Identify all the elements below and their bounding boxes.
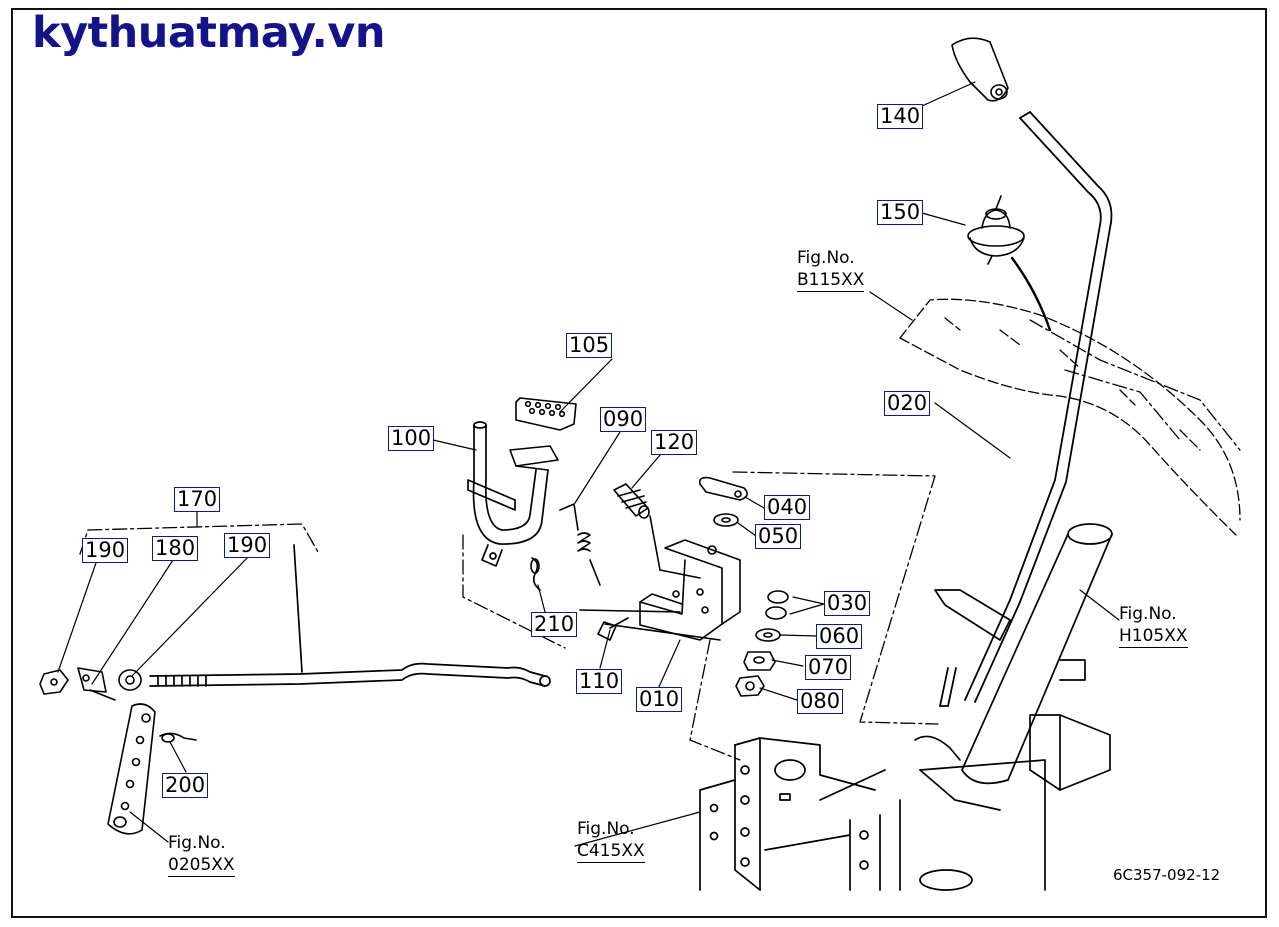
part-label-210: 210 bbox=[531, 612, 578, 637]
figure-ref-code: C415XX bbox=[577, 841, 645, 863]
column-h105 bbox=[899, 523, 1113, 891]
washer-050 bbox=[713, 513, 739, 527]
nut-080 bbox=[735, 675, 765, 697]
figure-ref-label: Fig.No. bbox=[577, 819, 635, 839]
part-label-040: 040 bbox=[764, 495, 811, 520]
plate-040 bbox=[698, 476, 748, 501]
part-label-110: 110 bbox=[576, 669, 623, 694]
washer-060 bbox=[755, 628, 781, 642]
pin-210 bbox=[530, 557, 541, 591]
part-label-105: 105 bbox=[566, 333, 613, 358]
adjuster-120 bbox=[613, 483, 701, 579]
drawing-number: 6C357-092-12 bbox=[1113, 866, 1221, 884]
part-label-190-left: 190 bbox=[82, 538, 129, 563]
part-label-180: 180 bbox=[152, 536, 199, 561]
figure-ref-label: Fig.No. bbox=[797, 248, 855, 268]
figure-ref-label: Fig.No. bbox=[1119, 604, 1177, 624]
figure-ref-0205: Fig.No. 0205XX bbox=[168, 832, 235, 877]
figure-ref-code: H105XX bbox=[1119, 626, 1188, 648]
pedal-pad-105 bbox=[509, 397, 577, 471]
part-label-200: 200 bbox=[162, 773, 209, 798]
washers-030 bbox=[765, 590, 789, 620]
nut-190-right bbox=[118, 669, 142, 691]
part-label-080: 080 bbox=[797, 689, 844, 714]
nut-070 bbox=[743, 651, 776, 671]
part-label-120: 120 bbox=[651, 430, 698, 455]
nut-190-left bbox=[39, 669, 69, 695]
figure-ref-code: 0205XX bbox=[168, 855, 235, 877]
part-label-030: 030 bbox=[824, 591, 871, 616]
figure-ref-label: Fig.No. bbox=[168, 833, 226, 853]
figure-ref-code: B115XX bbox=[797, 270, 865, 292]
part-label-060: 060 bbox=[816, 624, 863, 649]
knob-140 bbox=[951, 37, 1009, 102]
pedal-arm-100 bbox=[467, 421, 549, 567]
pin-110 bbox=[597, 617, 629, 641]
figure-ref-b115: Fig.No. B115XX bbox=[797, 247, 865, 292]
block-180 bbox=[77, 667, 116, 701]
arm-0205 bbox=[107, 703, 156, 835]
site-watermark: kythuatmay.vn bbox=[32, 8, 386, 58]
figure-ref-h105: Fig.No. H105XX bbox=[1119, 603, 1188, 648]
part-label-050: 050 bbox=[755, 524, 802, 549]
part-label-150: 150 bbox=[877, 200, 924, 225]
lever-020 bbox=[939, 111, 1113, 707]
boot-150 bbox=[967, 195, 1052, 332]
rod-170 bbox=[149, 544, 551, 687]
pin-200 bbox=[159, 732, 197, 743]
part-label-010: 010 bbox=[636, 687, 683, 712]
part-label-170: 170 bbox=[174, 487, 221, 512]
figure-ref-c415: Fig.No. C415XX bbox=[577, 818, 645, 863]
part-label-070: 070 bbox=[805, 655, 852, 680]
panel-b115 bbox=[899, 298, 1241, 536]
leader-lines bbox=[57, 81, 1120, 847]
part-label-090: 090 bbox=[600, 407, 647, 432]
part-label-140: 140 bbox=[877, 104, 924, 129]
part-label-190-right: 190 bbox=[224, 533, 271, 558]
spring-090 bbox=[559, 503, 601, 586]
part-label-020: 020 bbox=[884, 391, 931, 416]
part-label-100: 100 bbox=[388, 426, 435, 451]
bracket-c415 bbox=[699, 737, 886, 891]
bracket-010 bbox=[579, 539, 741, 641]
